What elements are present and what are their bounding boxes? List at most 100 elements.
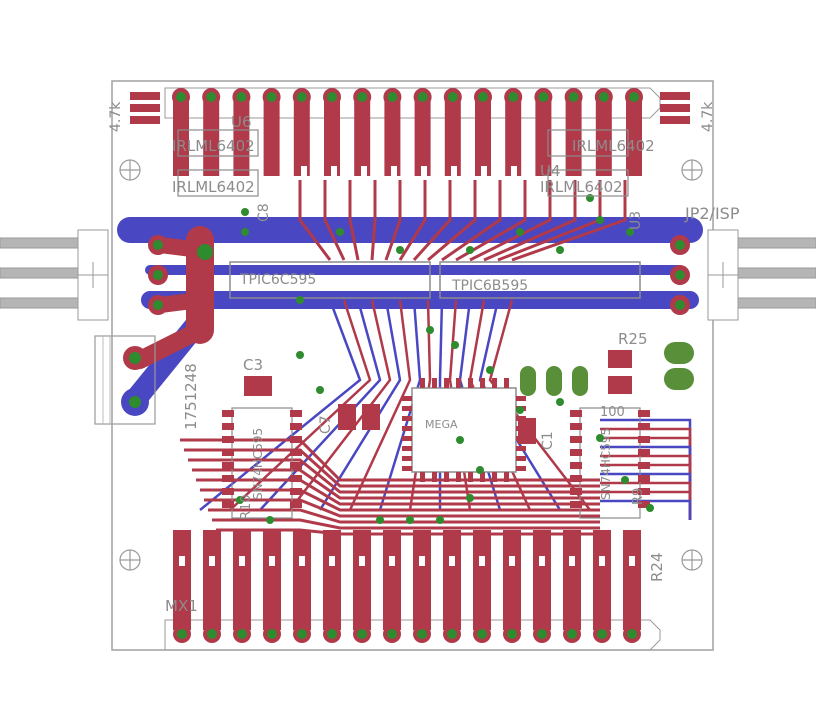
sr-right-pad	[638, 501, 650, 508]
mcu-pin	[492, 472, 497, 482]
mcu-pin	[444, 472, 449, 482]
sr-left-pad	[222, 462, 234, 469]
sr-right-pad	[638, 423, 650, 430]
top-pad-marker	[481, 166, 487, 176]
mcu-pin	[420, 378, 425, 388]
mcu-pin	[402, 436, 412, 441]
r9-label: R9	[631, 488, 646, 505]
bottom-pad-marker	[449, 556, 455, 566]
bottom-pad-marker	[389, 556, 395, 566]
via	[316, 386, 324, 394]
bottom-trace-strip	[503, 530, 521, 630]
mcu-pin	[402, 416, 412, 421]
via	[466, 494, 474, 502]
left-header-pins	[0, 229, 109, 321]
bottom-pad-marker	[479, 556, 485, 566]
ic-top-left: TPIC6C595	[229, 261, 431, 299]
top-trace	[384, 180, 402, 261]
bottom-trace-strip	[623, 530, 641, 630]
mcu-pin	[516, 466, 526, 471]
via	[236, 496, 244, 504]
bottom-trace-strip	[413, 530, 431, 630]
top-trace-strip	[384, 100, 401, 176]
mcu-pin	[420, 472, 425, 482]
sr-right-pad	[638, 462, 650, 469]
top-trace-strip	[444, 100, 461, 176]
via	[556, 246, 564, 254]
isp-pads-right	[670, 235, 690, 315]
top-trace	[511, 180, 627, 262]
sr-left-pad	[290, 501, 302, 508]
bottom-header-via	[507, 629, 517, 639]
top-header-via	[417, 92, 428, 102]
bus-trace	[184, 448, 600, 488]
r24-label: R24	[648, 552, 666, 582]
bus-trace	[188, 458, 600, 494]
bottom-trace-strip	[293, 530, 311, 630]
ic-top-label: TPIC6C595	[239, 272, 316, 288]
top-trace	[412, 180, 452, 262]
mcu-pin	[444, 378, 449, 388]
top-trace	[370, 180, 377, 261]
top-pad-marker	[421, 166, 427, 176]
bottom-header-via	[357, 629, 367, 639]
via	[296, 351, 304, 359]
bottom-header-via	[267, 629, 277, 639]
corner-resistors	[130, 92, 690, 124]
sr-left-pad	[222, 449, 234, 456]
via	[426, 326, 434, 334]
bottom-header-via	[237, 629, 247, 639]
bottom-header-outline	[164, 619, 661, 651]
via	[596, 216, 604, 224]
sr-right-pad	[638, 449, 650, 456]
bus-trace	[204, 498, 600, 518]
top-trace-strip	[414, 100, 431, 176]
bottom-header-via	[417, 629, 427, 639]
top-trace	[398, 180, 427, 261]
via	[436, 516, 444, 524]
via	[516, 228, 524, 236]
right-header-pins	[707, 229, 816, 321]
ic-top-right: TPIC6B595	[439, 261, 641, 299]
mcu-pin	[480, 472, 485, 482]
sr-right-pad	[570, 436, 582, 443]
bottom-trace-strip	[593, 530, 611, 630]
mcu-label: MEGA	[425, 418, 458, 431]
top-header-via	[538, 92, 549, 102]
bottom-trace-strip	[173, 530, 191, 630]
c8-label: C8	[256, 203, 272, 222]
sr-left-pad	[222, 501, 234, 508]
top-header-via	[568, 92, 579, 102]
top-trace-strip	[354, 100, 371, 176]
mx1-label: MX1	[165, 597, 198, 615]
sr-right-pad	[638, 436, 650, 443]
bottom-pad-marker	[539, 556, 545, 566]
top-header-via	[478, 92, 488, 102]
bus-trace	[212, 518, 600, 530]
mcu-pin	[480, 378, 485, 388]
mcu-pin	[504, 472, 509, 482]
top-trace-strip	[203, 100, 220, 176]
bottom-header-via	[627, 629, 637, 639]
top-pad-marker	[511, 166, 517, 176]
top-trace-strip	[626, 100, 642, 176]
sr-right-pad	[570, 501, 582, 508]
mcu-pin	[468, 378, 473, 388]
top-pad-marker	[451, 166, 457, 176]
u3-label: U3	[628, 211, 644, 230]
via	[241, 228, 249, 236]
sr-right-pad	[570, 475, 582, 482]
via	[376, 516, 384, 524]
bottom-pad-marker	[359, 556, 365, 566]
bottom-header-via	[477, 629, 487, 639]
mcu-pin	[402, 446, 412, 451]
mosfet-left-top-label: IRLML6402	[172, 137, 255, 155]
mid-trace	[348, 299, 412, 511]
sr-right-pad	[570, 449, 582, 456]
via	[266, 516, 274, 524]
mcu-chip: MEGA	[411, 387, 517, 473]
r-right-label: 4.7k	[700, 101, 716, 132]
top-trace-strip	[475, 100, 491, 176]
via	[646, 504, 654, 512]
mcu-pin	[402, 396, 412, 401]
